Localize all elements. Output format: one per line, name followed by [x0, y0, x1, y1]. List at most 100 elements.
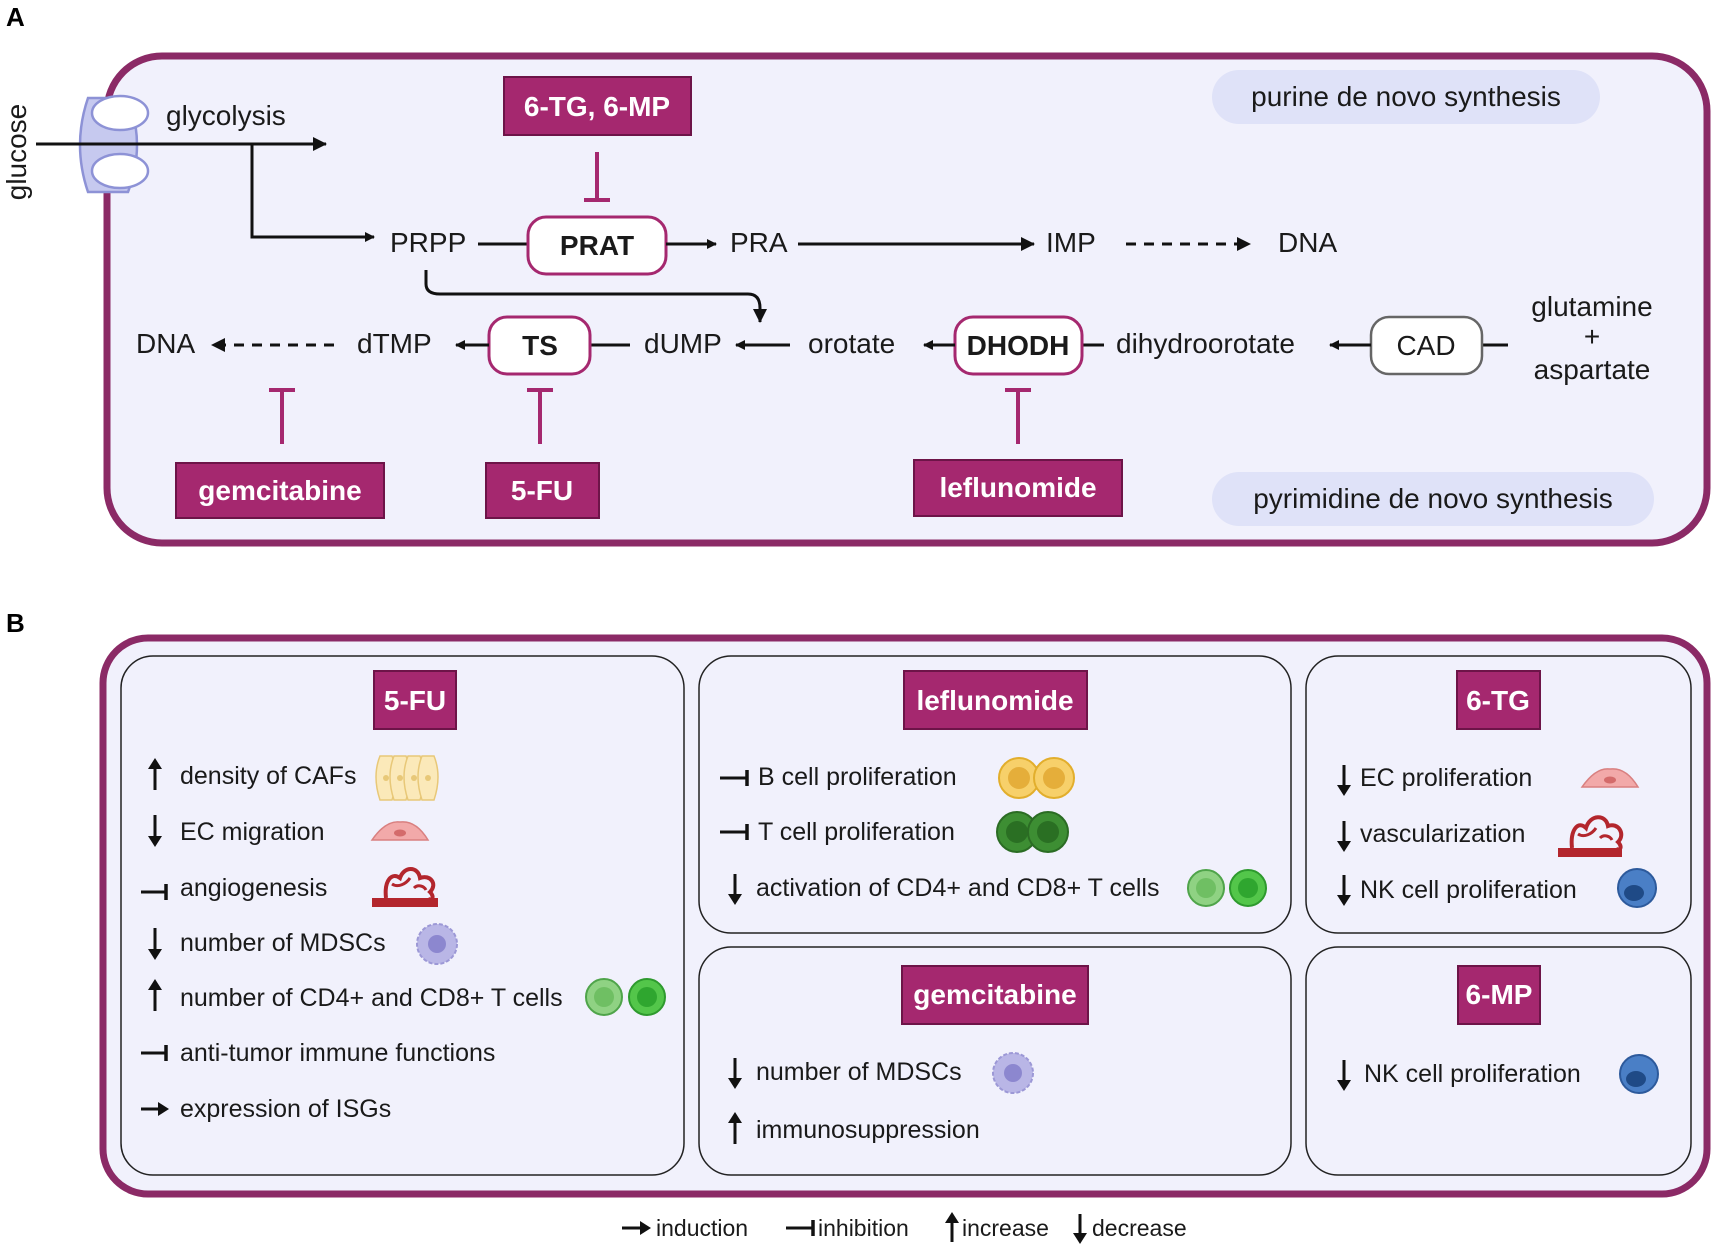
svg-text:decrease: decrease	[1092, 1215, 1187, 1241]
svg-text:B cell proliferation: B cell proliferation	[758, 763, 957, 791]
increase-arrow-icon	[148, 979, 162, 1011]
effect-row: T cell proliferation	[720, 811, 1069, 853]
svg-text:6-TG, 6-MP: 6-TG, 6-MP	[524, 91, 670, 122]
panel-label-a: A	[6, 2, 25, 32]
effect-row: number of MDSCs	[728, 1052, 1034, 1094]
prpp-label: PRPP	[390, 227, 466, 258]
svg-text:NK cell proliferation: NK cell proliferation	[1364, 1060, 1581, 1088]
glucose-label: glucose	[1, 104, 32, 201]
effect-row: NK cell proliferation	[1337, 868, 1657, 908]
card-6mp: 6-MP	[1305, 946, 1692, 1176]
svg-text:vascularization: vascularization	[1360, 820, 1525, 848]
glutamine-label: glutamine	[1531, 291, 1652, 322]
effect-row: number of MDSCs	[148, 923, 458, 965]
decrease-arrow-icon	[1337, 821, 1351, 852]
mdsc-icon	[992, 1052, 1034, 1094]
t-cell-icon	[996, 811, 1069, 853]
pyrimidine-synthesis-label: pyrimidine de novo synthesis	[1212, 472, 1654, 526]
svg-text:immunosuppression: immunosuppression	[756, 1116, 980, 1144]
endothelial-cell-icon	[1580, 768, 1640, 788]
svg-text:T cell proliferation: T cell proliferation	[758, 818, 955, 846]
svg-text:anti-tumor immune functions: anti-tumor immune functions	[180, 1039, 495, 1067]
legend-induction: induction	[622, 1215, 748, 1241]
effect-row: EC migration	[148, 815, 430, 847]
svg-text:density of CAFs: density of CAFs	[180, 762, 356, 790]
inhibition-symbol-dtmp	[269, 388, 295, 444]
legend: induction inhibition increase decrease	[622, 1212, 1187, 1244]
inhibition-arrow-icon	[141, 884, 168, 900]
svg-text:number of MDSCs: number of MDSCs	[756, 1058, 962, 1086]
svg-text:leflunomide: leflunomide	[939, 472, 1096, 503]
svg-text:PRAT: PRAT	[560, 230, 634, 261]
drug-box-5fu: 5-FU	[485, 462, 600, 519]
plus-label: +	[1584, 321, 1600, 352]
svg-text:number of MDSCs: number of MDSCs	[180, 929, 386, 957]
endothelial-cell-icon	[370, 821, 430, 841]
cd8-t-cell-icon	[1229, 869, 1267, 907]
glycolysis-to-prpp-arrow	[250, 144, 375, 242]
effect-row: NK cell proliferation	[1337, 1054, 1659, 1094]
card-gemcitabine-title: gemcitabine	[913, 979, 1076, 1010]
dna-purine-label: DNA	[1278, 227, 1337, 258]
cd4-t-cell-icon	[1187, 869, 1225, 907]
aspartate-label: aspartate	[1534, 354, 1651, 385]
increase-arrow-icon	[148, 758, 162, 790]
dtmp-label: dTMP	[357, 328, 432, 359]
svg-text:purine de novo synthesis: purine de novo synthesis	[1251, 81, 1561, 112]
card-6tg-title: 6-TG	[1466, 685, 1530, 716]
card-6mp-title: 6-MP	[1466, 979, 1533, 1010]
inhibition-arrow-icon	[141, 1045, 168, 1061]
caf-cells-icon	[375, 755, 439, 801]
cad-enzyme-box: CAD	[1369, 315, 1484, 376]
effect-row: EC proliferation	[1337, 764, 1640, 796]
nk-cell-icon	[1617, 868, 1657, 908]
inhibition-arrow-icon	[720, 770, 749, 786]
effect-row: anti-tumor immune functions	[141, 1039, 495, 1067]
glycolysis-label: glycolysis	[166, 100, 286, 131]
decrease-arrow-icon	[728, 1058, 742, 1089]
svg-text:induction: induction	[656, 1215, 748, 1241]
cd4-t-cell-icon	[585, 978, 623, 1016]
legend-increase: increase	[945, 1212, 1049, 1242]
decrease-arrow-icon	[148, 815, 162, 847]
card-leflunomide: leflunomide	[698, 655, 1292, 934]
imp-label: IMP	[1046, 227, 1096, 258]
effect-row: vascularization	[1337, 815, 1624, 857]
increase-arrow-icon	[945, 1212, 959, 1242]
decrease-arrow-icon	[1073, 1214, 1087, 1244]
induction-arrow-icon	[141, 1102, 169, 1116]
panel-label-b: B	[6, 608, 25, 638]
b-cell-icon	[998, 757, 1075, 799]
effect-row: angiogenesis	[141, 867, 438, 907]
induction-arrow-icon	[622, 1221, 651, 1235]
card-5fu: 5-FU	[120, 655, 685, 1176]
effect-row: expression of ISGs	[141, 1095, 391, 1123]
orotate-label: orotate	[808, 328, 895, 359]
inhibition-symbol-prat	[584, 152, 610, 202]
inhibition-symbol-dhodh	[1005, 388, 1031, 444]
svg-text:TS: TS	[522, 330, 558, 361]
blood-vessel-icon	[372, 867, 438, 907]
prpp-to-dump-arrow	[424, 270, 767, 323]
effect-row: activation of CD4+ and CD8+ T cells	[728, 869, 1267, 907]
svg-text:increase: increase	[962, 1215, 1049, 1241]
dna-pyrimidine-label: DNA	[136, 328, 195, 359]
card-5fu-title: 5-FU	[384, 685, 446, 716]
prat-enzyme-box: PRAT	[526, 215, 668, 276]
inhibition-arrow-icon	[786, 1220, 815, 1236]
svg-text:number of CD4+ and CD8+ T cell: number of CD4+ and CD8+ T cells	[180, 984, 563, 1012]
decrease-arrow-icon	[1337, 875, 1351, 906]
drug-box-leflunomide: leflunomide	[913, 459, 1123, 517]
svg-text:gemcitabine: gemcitabine	[198, 475, 361, 506]
dihydroorotate-label: dihydroorotate	[1116, 328, 1295, 359]
inhibition-symbol-ts	[527, 388, 553, 444]
blood-vessel-icon	[1558, 815, 1624, 857]
decrease-arrow-icon	[1337, 1060, 1351, 1091]
drug-box-6tg-6mp: 6-TG, 6-MP	[503, 76, 692, 136]
svg-text:angiogenesis: angiogenesis	[180, 874, 327, 902]
svg-text:inhibition: inhibition	[818, 1215, 909, 1241]
svg-text:5-FU: 5-FU	[511, 475, 573, 506]
ts-enzyme-box: TS	[487, 315, 592, 376]
increase-arrow-icon	[728, 1112, 742, 1144]
